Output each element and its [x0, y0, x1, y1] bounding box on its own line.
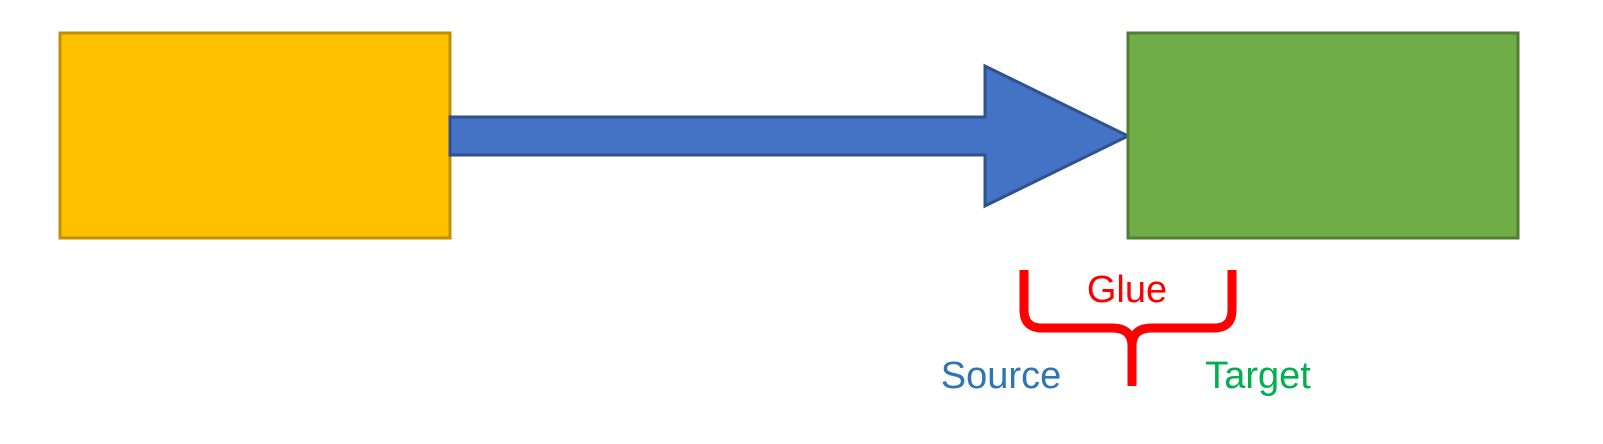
glue-brace: [1019, 270, 1237, 386]
source-label: Source: [941, 355, 1061, 397]
target-label: Target: [1205, 355, 1311, 397]
connector-arrow: [448, 63, 1132, 209]
source-box: [58, 31, 452, 240]
glue-label: Glue: [1087, 269, 1167, 311]
target-box: [1126, 31, 1520, 240]
